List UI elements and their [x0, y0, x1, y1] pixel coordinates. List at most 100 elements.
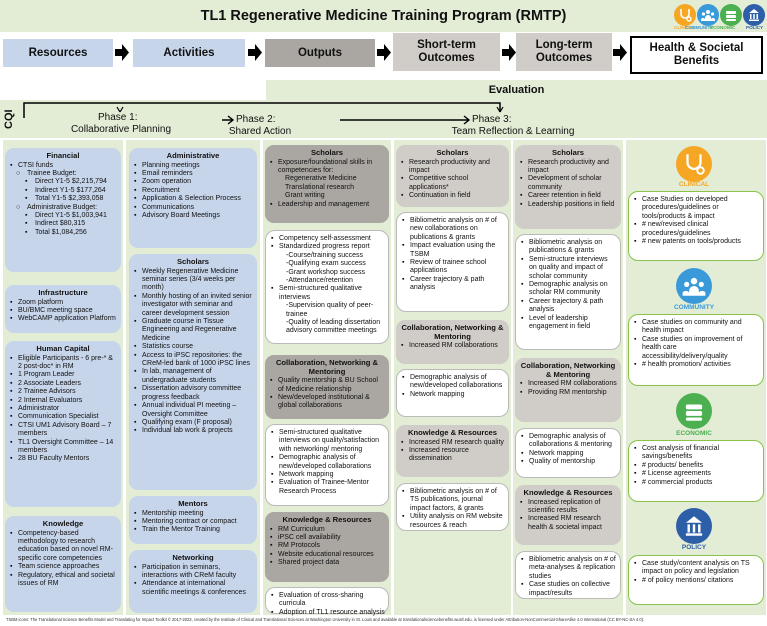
arrow-right-icon [377, 44, 391, 61]
list-item: Competency self-assessment [270, 235, 385, 244]
knowledge-heading: Knowledge & Resources [407, 428, 498, 437]
long-collab-eval-box: Demographic analysis of collaborations &… [515, 428, 621, 478]
stethoscope-icon [674, 4, 696, 26]
list-item: Application & Selection Process [133, 195, 253, 204]
outputs-header: Outputs [265, 39, 375, 67]
list-item: Total Y1-5 $2,393,058 [9, 195, 117, 204]
mentors-heading: Mentors [178, 499, 208, 508]
list-item: Administrative Budget: [9, 204, 117, 213]
list-item: -Quality of leading dissertation advisor… [286, 319, 381, 335]
networking-heading: Networking [172, 553, 214, 562]
list-item: 2 Trainee Advisors [9, 388, 117, 397]
list-item: Regenerative Medicine [285, 175, 357, 183]
list-item: Review of trainee school applications [401, 259, 505, 276]
financial-heading: Financial [46, 151, 80, 160]
short-collab-box: Collaboration, Networking & Mentoring In… [396, 320, 509, 364]
list-item: Case studies on community and health imp… [633, 319, 760, 336]
list-item: Zoom platform [9, 299, 117, 308]
outputs-collab-eval-box: Semi-structured qualitative interviews o… [265, 424, 389, 506]
list-item: # commercial products [633, 479, 760, 488]
list-item: Shared project data [269, 559, 385, 568]
human-capital-heading: Human Capital [36, 344, 90, 353]
list-item: Translational research [285, 183, 354, 191]
list-item: Competitive school applications* [400, 175, 505, 192]
long-knowledge-eval-box: Bibliometric analysis on # of meta-analy… [515, 551, 621, 599]
list-item: Demographic analysis of new/developed co… [270, 454, 385, 471]
list-item: 1 Program Leader [9, 371, 117, 380]
community-label: COMMUNITY [673, 304, 715, 311]
clinical-label: CLINICAL [678, 181, 710, 188]
list-item: Research productivity and impact [519, 159, 617, 176]
list-item: Attendance at international scientific m… [133, 580, 253, 597]
list-item: Case studies on improvement of health ca… [633, 336, 760, 361]
collab-heading: Collaboration, Networking & Mentoring [275, 358, 379, 376]
list-item: Team science approaches [9, 563, 117, 572]
list-item: Individual lab work & projects [133, 427, 253, 436]
collab-heading: Collaboration, Networking & Mentoring [401, 323, 504, 341]
list-item: Semi-structured qualitative interviews o… [270, 429, 385, 454]
clinical-label: CLINICAL [674, 25, 696, 30]
list-item: Evaluation of cross-sharing curricula [270, 592, 385, 609]
list-item: -Supervision quality of peer-trainee [286, 302, 374, 318]
list-item: Annual individual PI meeting – Oversight… [133, 402, 253, 419]
list-item: # new/revised clinical procedures/guidel… [633, 221, 760, 238]
list-item: Eligible Participants - 6 pre-* & 2 post… [9, 355, 117, 372]
capitol-icon [676, 508, 712, 544]
list-item: Evaluation of Trainee-Mentor Research Pr… [270, 479, 385, 496]
list-item: Continuation in field [400, 192, 505, 201]
list-item: Case Studies on developed procedures/gui… [633, 196, 760, 221]
knowledge-heading: Knowledge & Resources [523, 488, 613, 497]
networking-box: Networking Participation in seminars, in… [129, 550, 257, 613]
list-item: Qualifying exam (F proposal) [133, 419, 253, 428]
list-item: Communications [133, 204, 253, 213]
list-item: Trainee Budget: [9, 170, 117, 179]
list-item: 2 Internal Evaluators [9, 397, 117, 406]
administrative-box: Administrative Planning meetings Email r… [129, 148, 257, 248]
list-item: Demographic analysis of collaborations &… [520, 433, 617, 450]
activities-header: Activities [133, 39, 245, 67]
list-item: iPSC cell availability [269, 534, 385, 543]
outputs-scholars-box: Scholars Exposure/foundational skills in… [265, 145, 389, 223]
list-item: Email reminders [133, 170, 253, 179]
list-item: Weekly Regenerative Medicine seminar ser… [133, 268, 253, 293]
list-item: Leadership positions in field [519, 201, 617, 210]
short-knowledge-box: Knowledge & Resources Increased RM resea… [396, 425, 509, 477]
list-item: Increased RM collaborations [519, 380, 617, 389]
administrative-heading: Administrative [166, 151, 220, 160]
long-scholars-box: Scholars Research productivity and impac… [515, 145, 621, 229]
list-item: Recruitment [133, 187, 253, 196]
economic-box: Cost analysis of financial savings/benef… [628, 440, 764, 502]
list-item: Participation in seminars, interactions … [133, 564, 253, 581]
scholars-heading: Scholars [436, 148, 469, 157]
list-item: -Attendance/retention [286, 277, 353, 285]
list-item: Indirect $80,315 [9, 220, 117, 229]
human-capital-box: Human Capital Eligible Participants - 6 … [5, 341, 121, 507]
list-item: Utility analysis on RM website resources… [401, 513, 505, 530]
list-item: Increased resource dissemination [400, 447, 505, 464]
benefits-header: Health & Societal Benefits [630, 36, 763, 74]
list-item: Direct Y1-5 $2,215,794 [9, 178, 117, 187]
scholars-heading: Scholars [176, 257, 210, 266]
money-icon [720, 4, 742, 26]
list-item: Direct Y1-5 $1,003,941 [9, 212, 117, 221]
list-item: Providing RM mentorship [519, 389, 617, 398]
policy-label: POLICY [681, 544, 707, 551]
list-item: # new patents on tools/products [633, 238, 760, 247]
infrastructure-heading: Infrastructure [38, 288, 88, 297]
list-item: Case study/content analysis on TS impact… [633, 560, 760, 577]
list-item: Communication Specialist [9, 413, 117, 422]
list-item: Level of leadership engagement in field [520, 315, 617, 332]
list-item: # License agreements [633, 470, 760, 479]
outputs-knowledge-eval-box: Evaluation of cross-sharing curricula Ad… [265, 587, 389, 618]
list-item: Demographic analysis of new/developed co… [401, 374, 505, 391]
list-item: # health promotion/ activities [633, 361, 760, 370]
list-item: Train the Mentor Training [133, 526, 253, 535]
list-item: Network mapping [520, 450, 617, 459]
list-item: 2 Associate Leaders [9, 380, 117, 389]
list-item: Development of scholar community [519, 175, 617, 192]
short-knowledge-eval-box: Bibliometric analysis on # of TS publica… [396, 483, 509, 531]
list-item: Leadership and management [269, 201, 385, 210]
list-item: CTSI UM1 Advisory Board – 7 members [9, 422, 117, 439]
phase-1-subtitle: Collaborative Planning [70, 124, 172, 135]
